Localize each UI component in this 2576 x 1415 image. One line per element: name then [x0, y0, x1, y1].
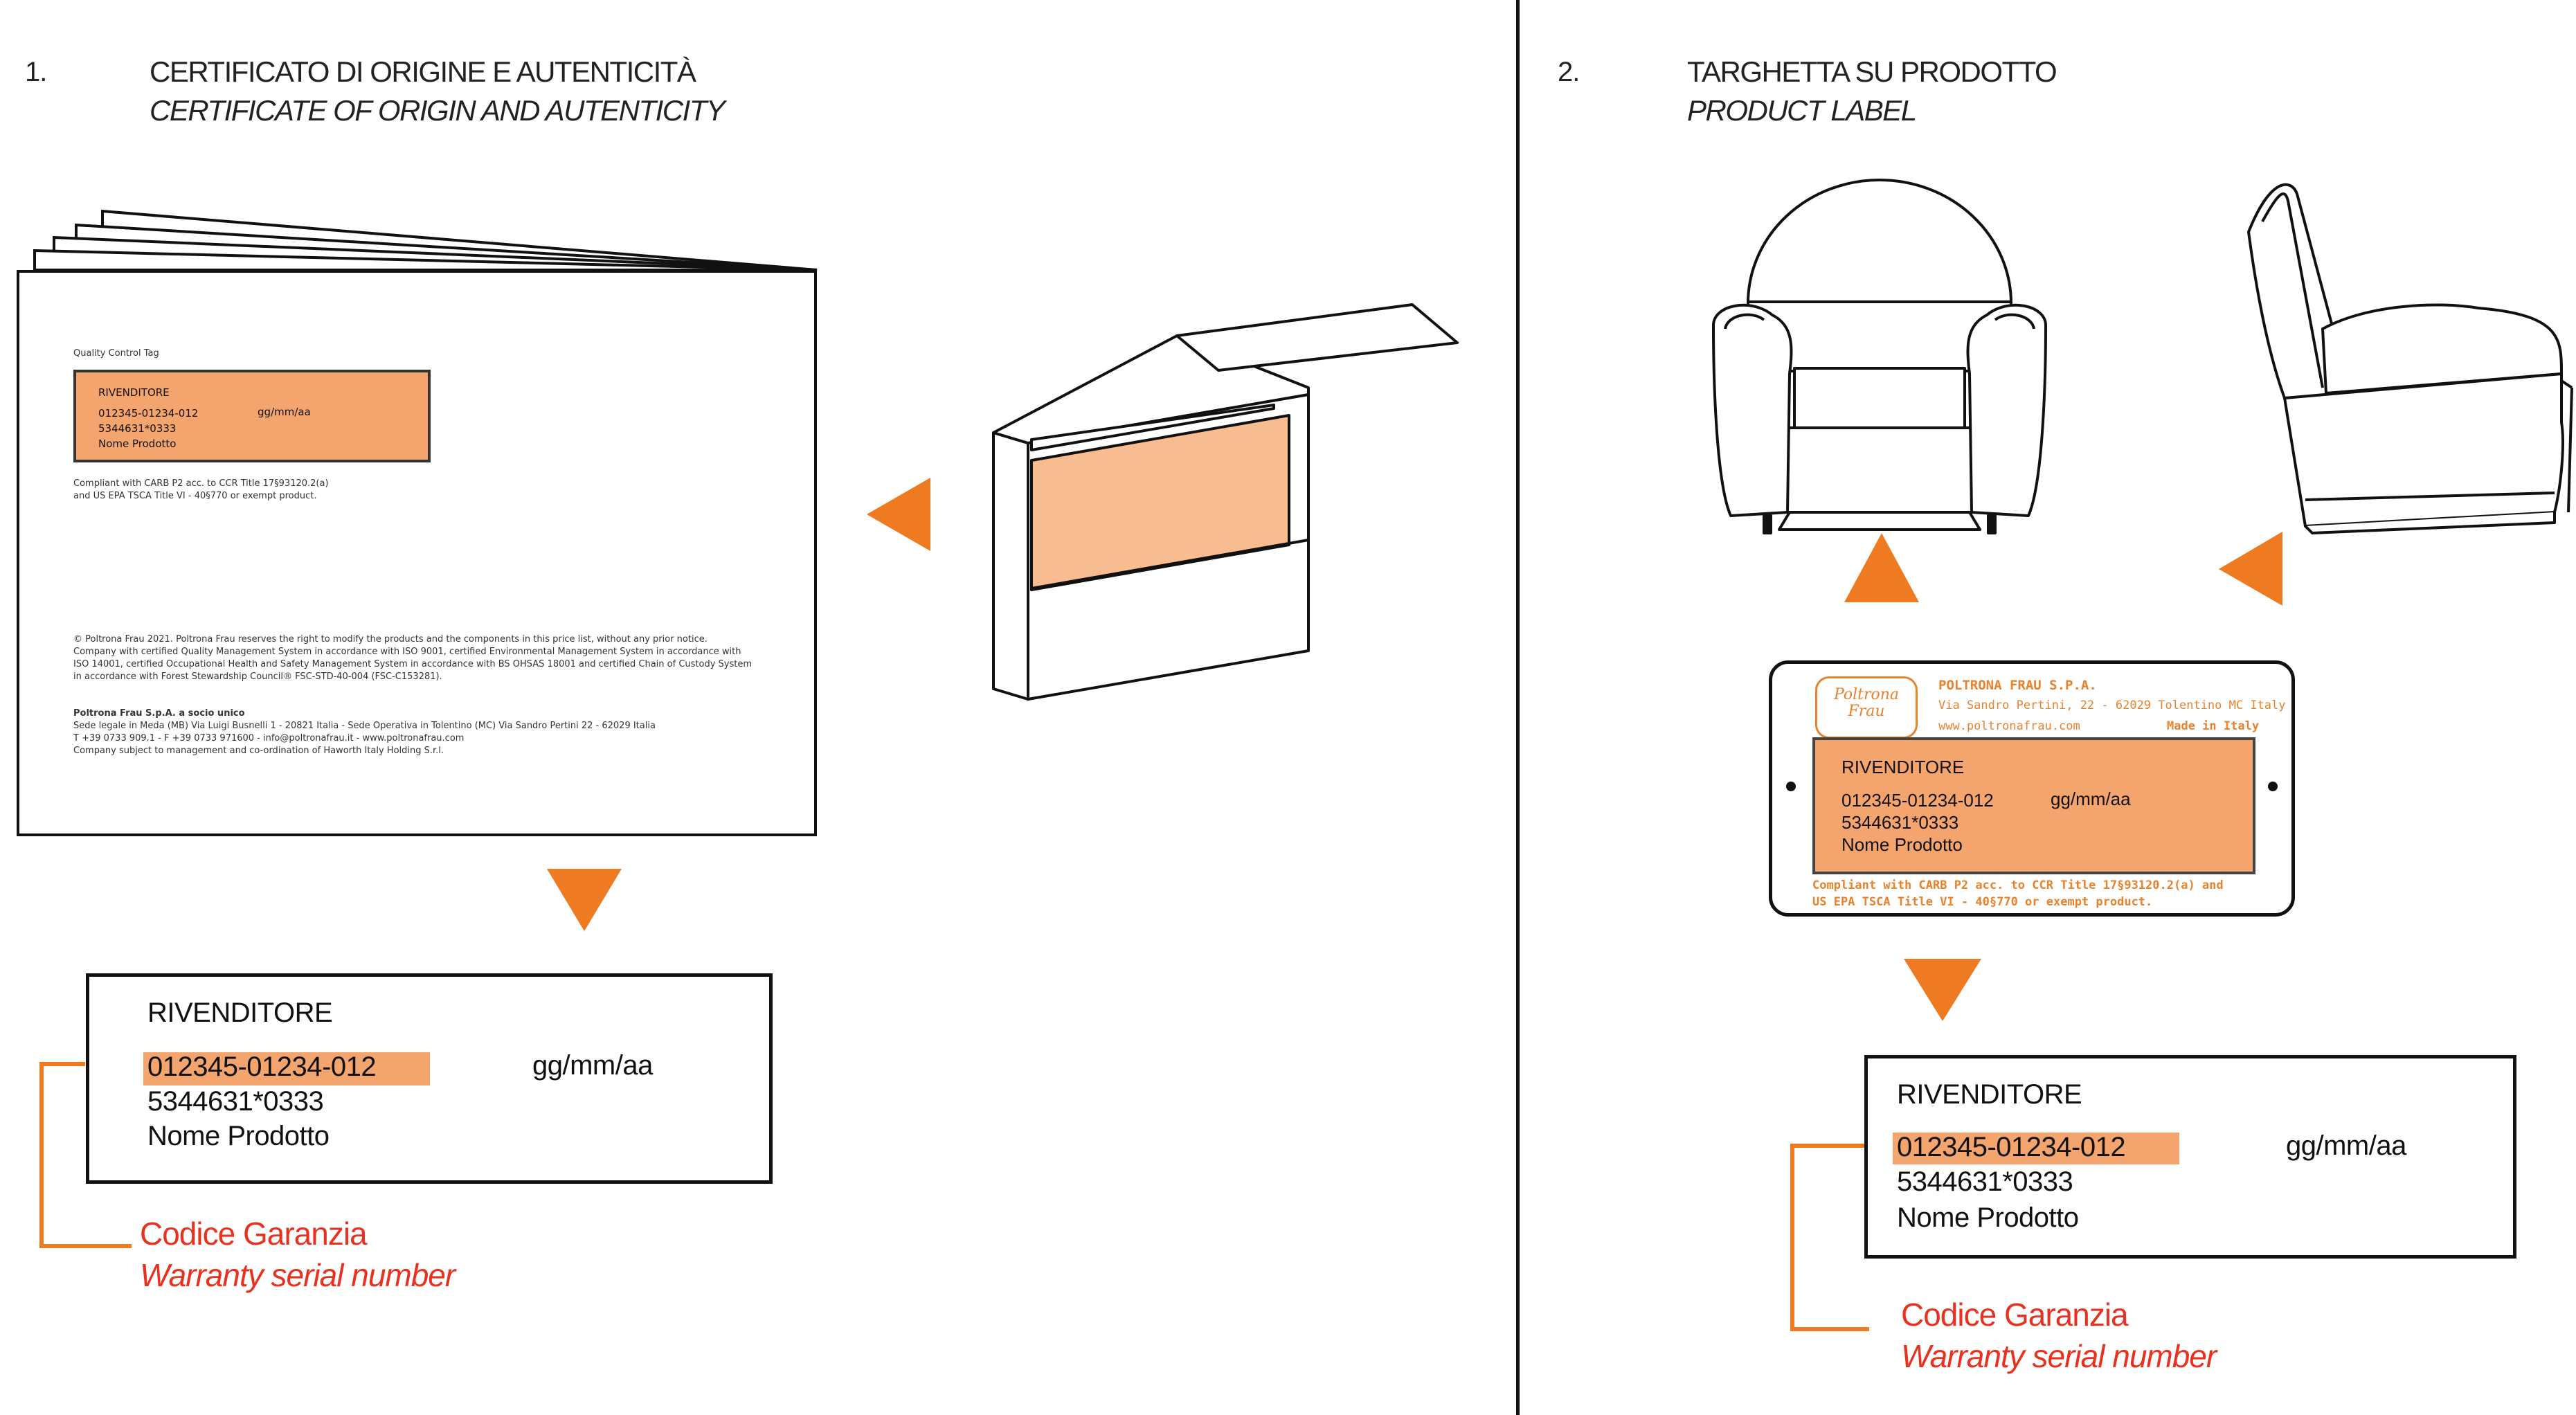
serial-highlight-2	[1893, 1133, 2179, 1164]
certificate-legal-line: in accordance with Forest Stewardship Co…	[73, 672, 442, 682]
arrow-up-2	[1844, 533, 1919, 602]
certificate-legal-line: ISO 14001, certified Occupational Health…	[73, 659, 753, 669]
tag-detail-1: RIVENDITORE 012345-01234-012 gg/mm/aa 53…	[86, 973, 773, 1184]
certificate-company-line: T +39 0733 909.1 - F +39 0733 971600 - i…	[73, 733, 465, 743]
certificate-legal: © Poltrona Frau 2021. Poltrona Frau rese…	[73, 633, 800, 683]
section-2-number: 2.	[1558, 57, 1580, 87]
armchair-side-illustration	[2247, 183, 2573, 534]
box-certificate-insert	[1030, 414, 1290, 591]
plate-tag-code: 5344631*0333	[1841, 812, 1959, 833]
tag-2-date: gg/mm/aa	[2286, 1130, 2406, 1161]
plate-made-in: Made in Italy	[2167, 719, 2260, 733]
warranty-bracket-1	[39, 1062, 132, 1248]
tag-2-dealer: RIVENDITORE	[1897, 1079, 2082, 1110]
plate-address: Via Sandro Pertini, 22 - 62029 Tolentino…	[1938, 699, 2286, 712]
certificate-front-page	[17, 270, 817, 836]
arrow-down-2	[1904, 959, 1981, 1021]
logo-line-2: Frau	[1848, 703, 1885, 720]
section-2-title-en: PRODUCT LABEL	[1687, 94, 1917, 127]
plate-tag: RIVENDITORE 012345-01234-012 gg/mm/aa 53…	[1812, 737, 2255, 874]
certificate-compliance-line: Compliant with CARB P2 acc. to CCR Title…	[73, 478, 329, 489]
plate-tag-dealer: RIVENDITORE	[1841, 757, 1965, 777]
plate-screw-hole-left	[1786, 782, 1796, 791]
poltrona-frau-logo: Poltrona Frau	[1815, 676, 1918, 739]
warranty-label-en-2: Warranty serial number	[1901, 1338, 2217, 1374]
tag-1-dealer: RIVENDITORE	[147, 998, 333, 1028]
tag-2-serial: 012345-01234-012	[1897, 1132, 2126, 1162]
certificate-legal-line: © Poltrona Frau 2021. Poltrona Frau rese…	[73, 634, 708, 645]
tag-1-serial: 012345-01234-012	[147, 1052, 377, 1082]
certificate-box-illustration	[992, 303, 1459, 701]
certificate-tag-serial: 012345-01234-012	[98, 407, 199, 420]
warranty-bracket-2	[1790, 1144, 1893, 1331]
warranty-label-en-1: Warranty serial number	[140, 1257, 456, 1293]
certificate-compliance: Compliant with CARB P2 acc. to CCR Title…	[73, 478, 329, 503]
certificate-tag-code: 5344631*0333	[98, 422, 177, 435]
warranty-label-it-1: Codice Garanzia	[140, 1216, 368, 1252]
certificate-tag-date: gg/mm/aa	[258, 406, 311, 418]
arrow-left-2	[2219, 532, 2282, 606]
arrow-down-1	[547, 869, 622, 931]
certificate-company-line: Poltrona Frau S.p.A. a socio unico	[73, 708, 245, 719]
logo-line-1: Poltrona	[1833, 686, 1900, 703]
certificate-tag-dealer: RIVENDITORE	[98, 386, 170, 399]
certificate-company-line: Company subject to management and co-ord…	[73, 746, 444, 756]
certificate-tag: RIVENDITORE 012345-01234-012 gg/mm/aa 53…	[73, 370, 431, 462]
tag-1-date: gg/mm/aa	[532, 1050, 653, 1081]
tag-detail-2: RIVENDITORE 012345-01234-012 gg/mm/aa 53…	[1864, 1055, 2516, 1259]
qc-label: Quality Control Tag	[73, 348, 159, 359]
plate-tag-serial: 012345-01234-012	[1841, 790, 1994, 811]
plate-tag-date: gg/mm/aa	[2051, 788, 2131, 809]
tag-2-product: Nome Prodotto	[1897, 1202, 2079, 1233]
tag-1-code: 5344631*0333	[147, 1086, 324, 1117]
certificate-company-line: Sede legale in Meda (MB) Via Luigi Busne…	[73, 721, 656, 731]
warranty-label-it-2: Codice Garanzia	[1901, 1297, 2129, 1333]
product-plate: Poltrona Frau POLTRONA FRAU S.P.A. Via S…	[1769, 660, 2295, 917]
serial-highlight-1	[143, 1052, 430, 1085]
plate-compliance-line: US EPA TSCA Title VI - 40§770 or exempt …	[1812, 895, 2153, 909]
plate-tag-product: Nome Prodotto	[1841, 834, 1963, 855]
plate-website: www.poltronafrau.com	[1938, 719, 2080, 733]
section-1-number: 1.	[25, 57, 47, 87]
section-1-title-it: CERTIFICATO DI ORIGINE E AUTENTICITÀ	[150, 55, 696, 88]
arrow-left-1	[867, 478, 930, 551]
plate-screw-hole-right	[2268, 782, 2278, 791]
section-divider	[1516, 0, 1520, 1415]
certificate-legal-line: Company with certified Quality Managemen…	[73, 647, 741, 657]
plate-company: POLTRONA FRAU S.P.A.	[1938, 678, 2097, 693]
certificate-tag-product: Nome Prodotto	[98, 438, 177, 450]
section-1-title-en: CERTIFICATE OF ORIGIN AND AUTENTICITY	[150, 94, 726, 127]
plate-compliance-line: Compliant with CARB P2 acc. to CCR Title…	[1812, 878, 2224, 892]
armchair-front-illustration	[1712, 179, 2047, 534]
tag-2-code: 5344631*0333	[1897, 1166, 2073, 1197]
tag-1-product: Nome Prodotto	[147, 1121, 330, 1151]
certificate-company: Poltrona Frau S.p.A. a socio unico Sede …	[73, 708, 800, 757]
certificate-compliance-line: and US EPA TSCA Title VI - 40§770 or exe…	[73, 491, 317, 501]
section-2-title-it: TARGHETTA SU PRODOTTO	[1687, 55, 2057, 88]
plate-compliance: Compliant with CARB P2 acc. to CCR Title…	[1812, 877, 2224, 910]
